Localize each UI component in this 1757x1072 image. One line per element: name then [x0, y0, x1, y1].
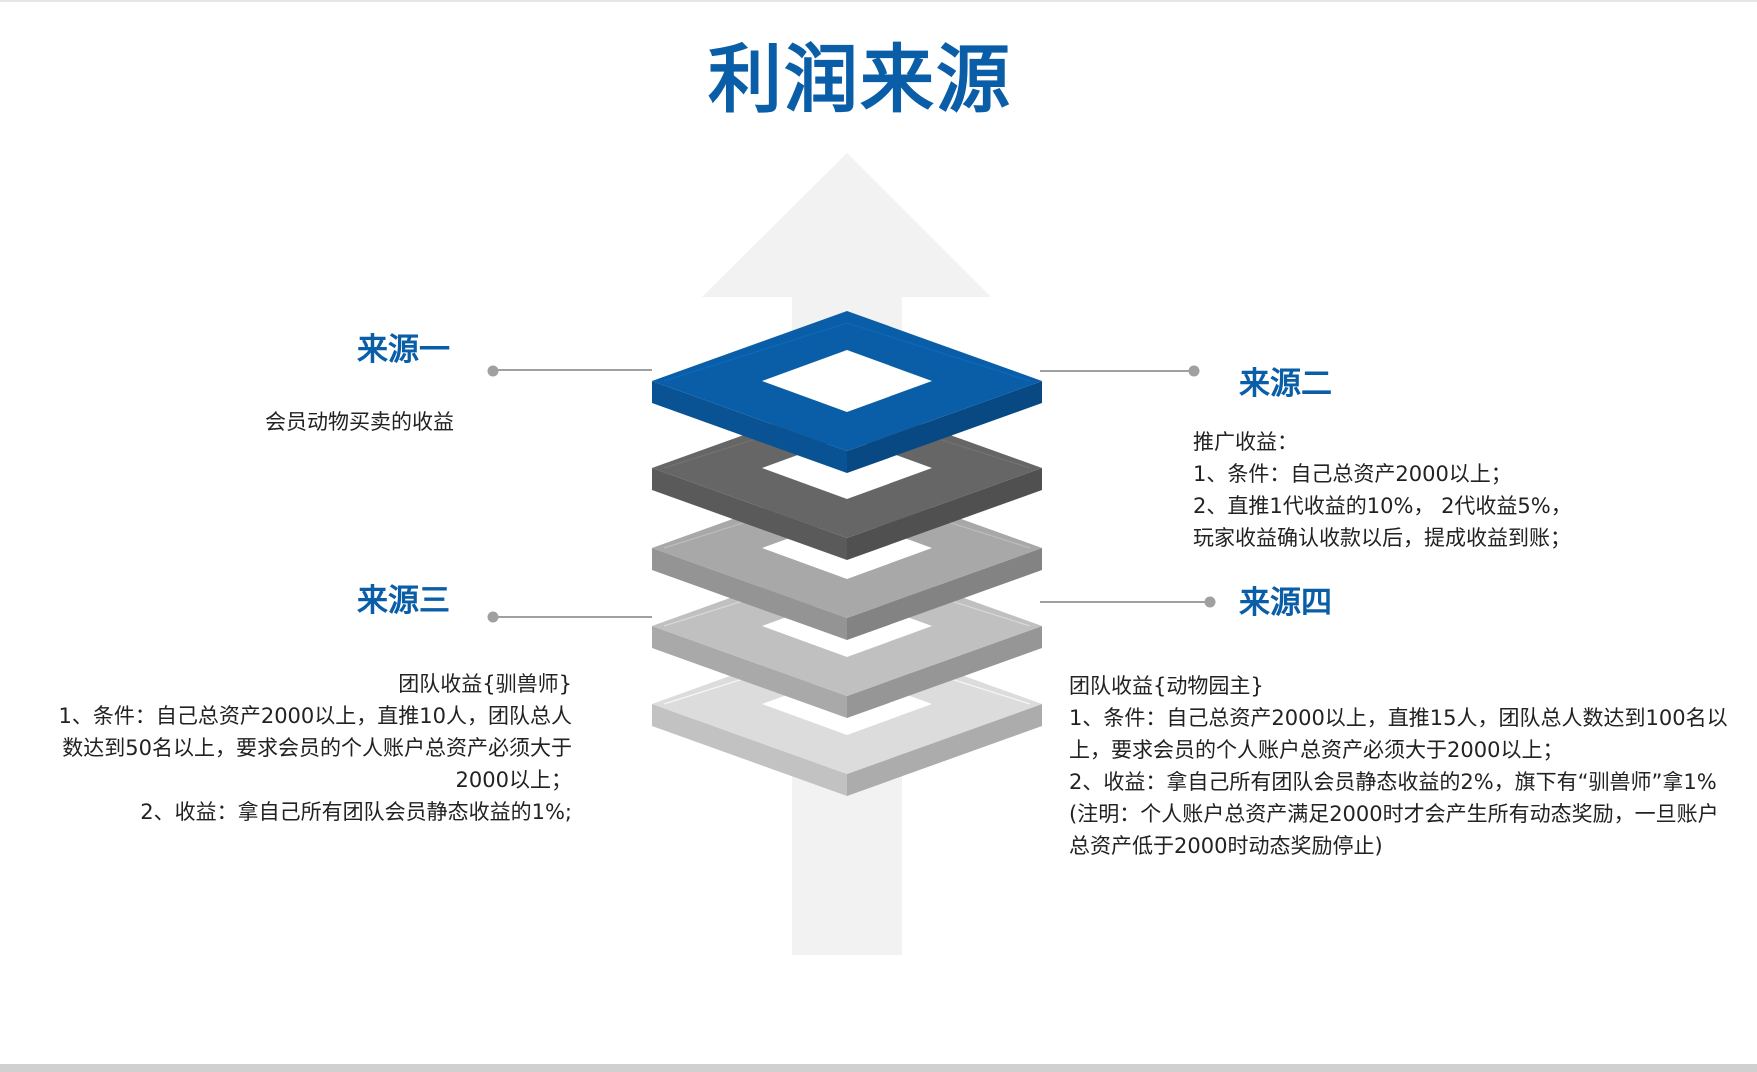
layer-1 [652, 311, 1042, 473]
source-3-body: 团队收益{驯兽师} 1、条件：自己总资产2000以上，直推10人，团队总人数达到… [56, 668, 572, 828]
layer-4-side-right [847, 626, 1042, 718]
source-1-heading: 来源一 [357, 332, 450, 368]
source-4-body: 团队收益{动物园主} 1、条件：自己总资产2000以上，直推15人，团队总人数达… [1069, 670, 1735, 862]
source-2-line-1: 推广收益： [1193, 430, 1298, 454]
connector-dot-1 [487, 365, 499, 377]
source-1-body: 会员动物买卖的收益 [200, 406, 454, 438]
layer-1-side-left [652, 381, 847, 473]
layer-1-hole [762, 350, 932, 412]
source-4-line-4: (注明：个人账户总资产满足2000时才会产生所有动态奖励，一旦账户总资产低于20… [1069, 802, 1719, 858]
source-3-line-3: 2、收益：拿自己所有团队会员静态收益的1%; [140, 800, 572, 824]
page-title: 利润来源 [708, 37, 1012, 123]
source-4-line-2: 1、条件：自己总资产2000以上，直推15人，团队总人数达到100名以上，要求会… [1069, 706, 1728, 762]
layer-4-side-left [652, 626, 847, 718]
layer-2-side-left [652, 468, 847, 560]
source-4-heading: 来源四 [1239, 585, 1332, 621]
source-2-body: 推广收益： 1、条件：自己总资产2000以上； 2、直推1代收益的10%， 2代… [1193, 426, 1713, 554]
source-2-line-2: 1、条件：自己总资产2000以上； [1193, 462, 1512, 486]
layer-5-side-left [652, 704, 847, 796]
layer-stack [652, 311, 1042, 796]
source-1-line-1: 会员动物买卖的收益 [265, 410, 454, 434]
source-2-heading: 来源二 [1239, 366, 1332, 402]
layer-1-bevel [663, 322, 1031, 382]
connector-dot-4 [1204, 596, 1216, 608]
layer-3-side-left [652, 548, 847, 640]
source-4-line-3: 2、收益：拿自己所有团队会员静态收益的2%，旗下有“驯兽师”拿1% [1069, 770, 1717, 794]
connector-dot-3 [487, 611, 499, 623]
connectors [487, 365, 1216, 623]
layer-5-side-right [847, 704, 1042, 796]
source-3-heading: 来源三 [357, 583, 450, 619]
source-4-line-1: 团队收益{动物园主} [1069, 674, 1264, 698]
top-border [0, 0, 1757, 2]
source-2-line-4: 玩家收益确认收款以后，提成收益到账； [1193, 526, 1571, 550]
connector-dot-2 [1188, 365, 1200, 377]
layer-3-side-right [847, 548, 1042, 640]
layer-2-side-right [847, 468, 1042, 560]
source-3-line-1: 团队收益{驯兽师} [398, 672, 572, 696]
source-2-line-3: 2、直推1代收益的10%， 2代收益5%， [1193, 494, 1572, 518]
source-3-line-2: 1、条件：自己总资产2000以上，直推10人，团队总人数达到50名以上，要求会员… [58, 704, 572, 792]
bottom-border [0, 1064, 1757, 1072]
layer-1-side-right [847, 381, 1042, 473]
